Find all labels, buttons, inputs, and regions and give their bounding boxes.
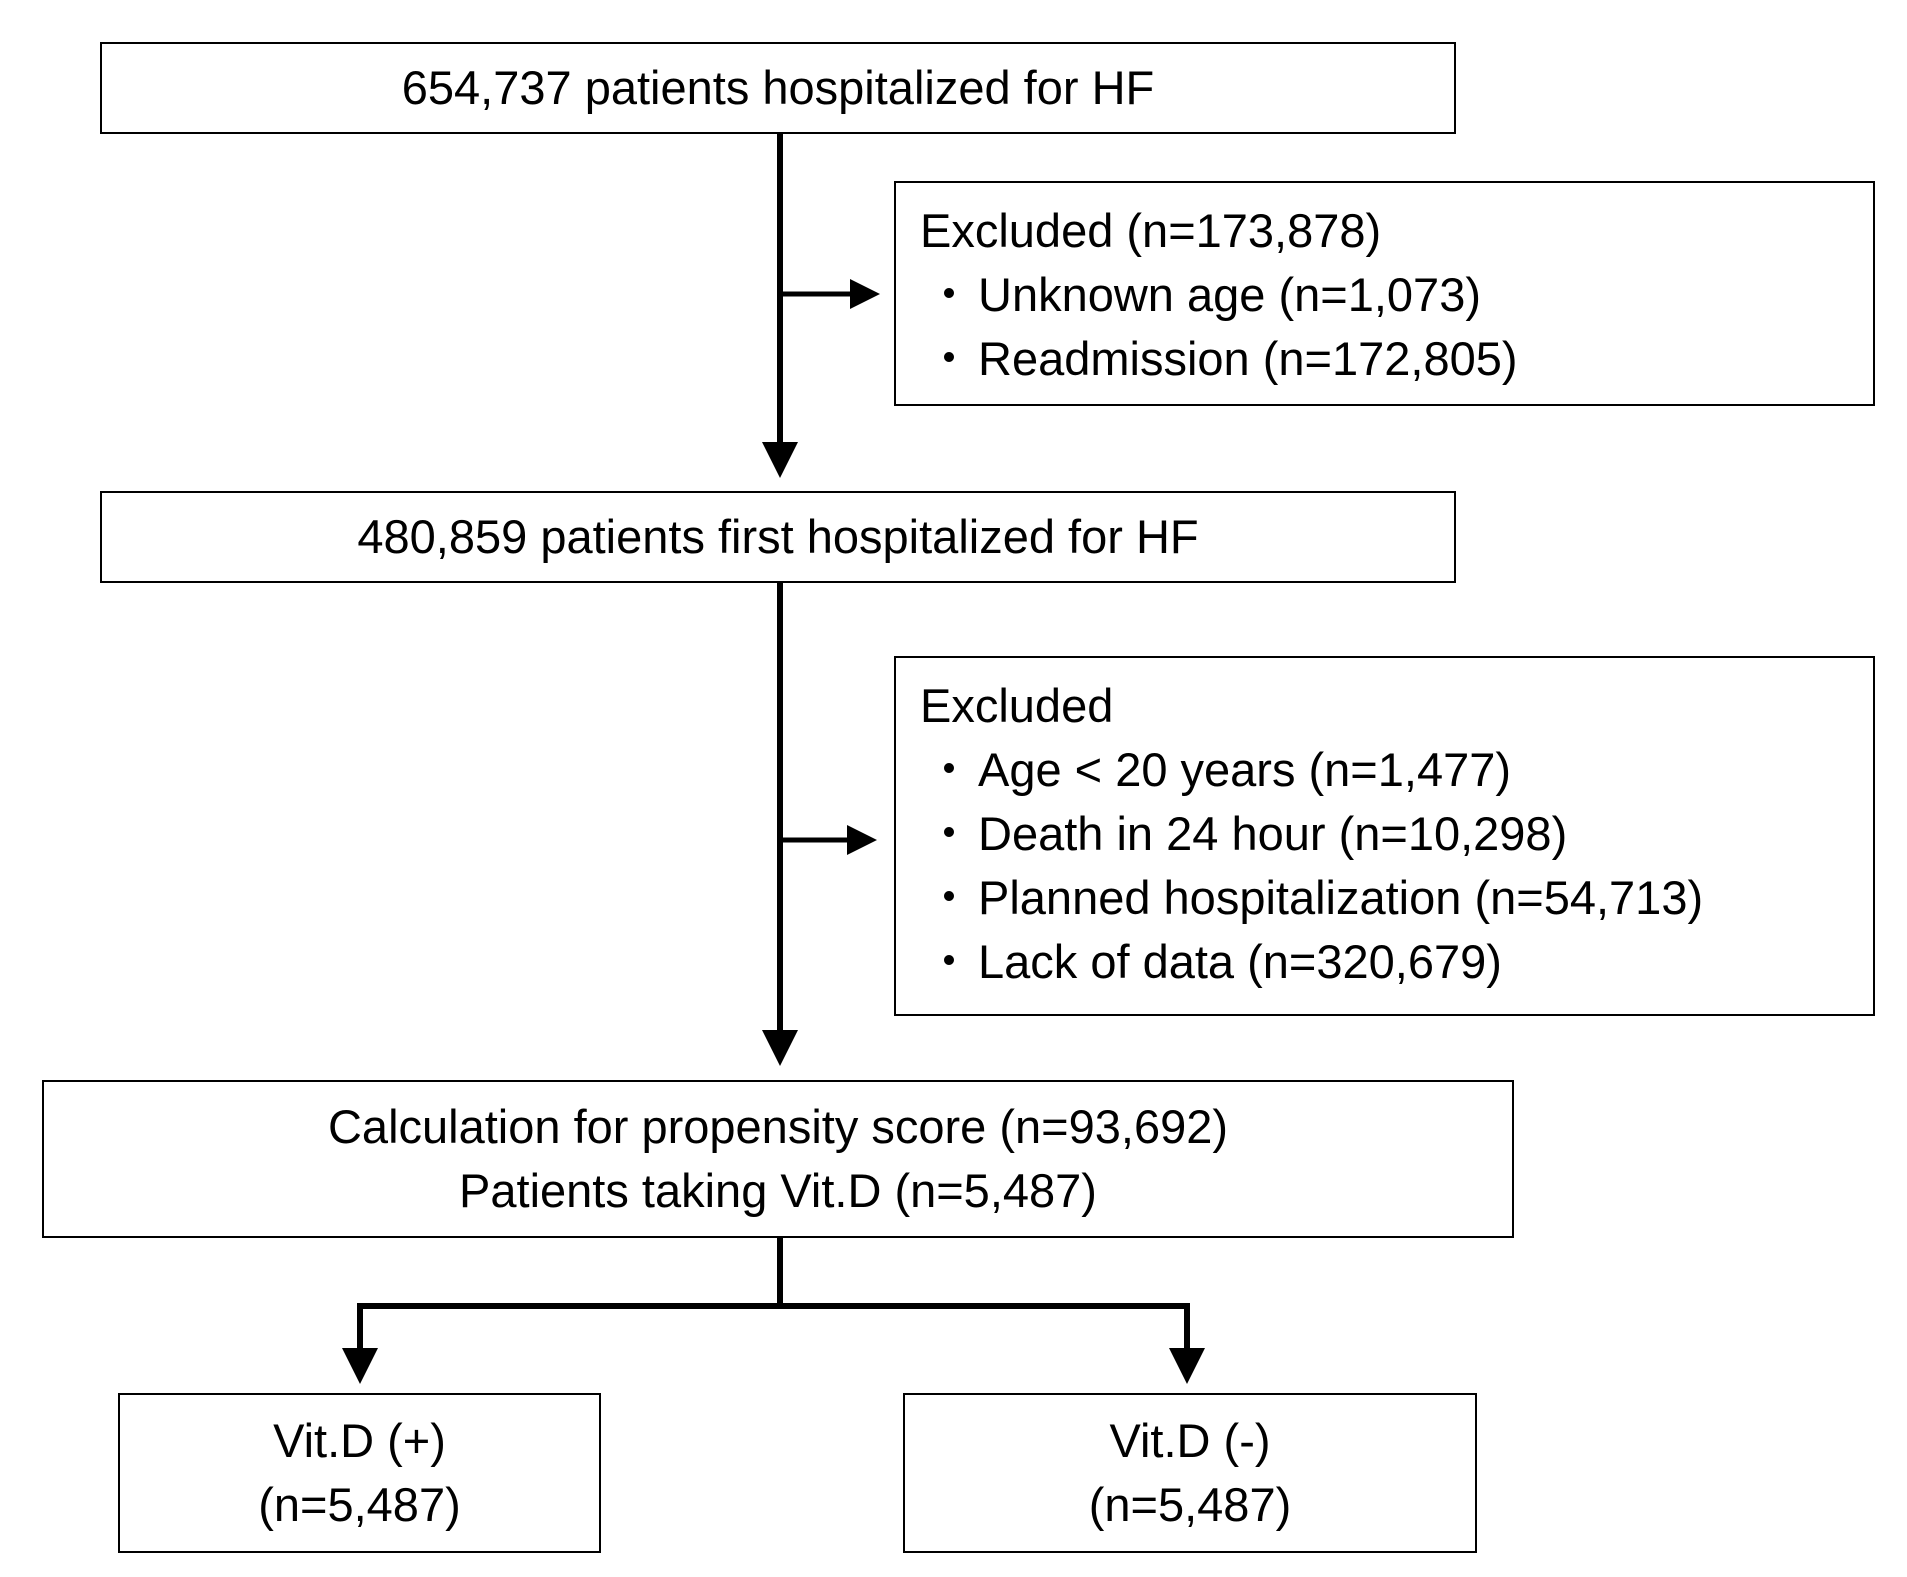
bullet-icon: ・: [925, 806, 973, 860]
box-vitd-plus-line1: Vit.D (+): [273, 1414, 446, 1468]
box-hospitalized-hf: 654,737 patients hospitalized for HF: [100, 42, 1456, 134]
exclusion-2-item-text: Planned hospitalization (n=54,713): [978, 870, 1704, 924]
exclusion-1-item-text: Unknown age (n=1,073): [978, 267, 1481, 321]
box-first-hospitalized-hf: 480,859 patients first hospitalized for …: [100, 491, 1456, 583]
box-vitd-minus-line2: (n=5,487): [1088, 1478, 1292, 1531]
exclusion-2-item: ・ Planned hospitalization (n=54,713): [920, 866, 1873, 930]
exclusion-2-item-text: Age < 20 years (n=1,477): [978, 742, 1512, 796]
bullet-icon: ・: [925, 934, 973, 988]
bullet-icon: ・: [925, 870, 973, 924]
exclusion-1-title: Excluded (n=173,878): [920, 204, 1382, 257]
box-propensity-score-line1: Calculation for propensity score (n=93,6…: [327, 1100, 1229, 1154]
exclusion-2-item-text: Lack of data (n=320,679): [978, 934, 1502, 988]
exclusion-2-item: ・ Age < 20 years (n=1,477): [920, 738, 1873, 802]
exclusion-box-2: Excluded ・ Age < 20 years (n=1,477) ・ De…: [894, 656, 1875, 1016]
exclusion-2-item-text: Death in 24 hour (n=10,298): [978, 806, 1568, 860]
bullet-icon: ・: [925, 742, 973, 796]
exclusion-2-item: ・ Lack of data (n=320,679): [920, 930, 1873, 994]
exclusion-2-item: ・ Death in 24 hour (n=10,298): [920, 802, 1873, 866]
bullet-icon: ・: [925, 267, 973, 321]
box-vitd-plus-line2: (n=5,487): [258, 1478, 461, 1531]
exclusion-2-title: Excluded: [920, 679, 1114, 732]
box-propensity-score: Calculation for propensity score (n=93,6…: [42, 1080, 1514, 1238]
box-vitd-plus: Vit.D (+) (n=5,487): [118, 1393, 601, 1553]
exclusion-box-1: Excluded (n=173,878) ・ Unknown age (n=1,…: [894, 181, 1875, 406]
exclusion-1-item: ・ Readmission (n=172,805): [920, 327, 1873, 391]
exclusion-1-item: ・ Unknown age (n=1,073): [920, 263, 1873, 327]
box-vitd-minus: Vit.D (-) (n=5,487): [903, 1393, 1477, 1553]
box-vitd-minus-line1: Vit.D (-): [1109, 1414, 1271, 1468]
bullet-icon: ・: [925, 331, 973, 385]
box-hospitalized-hf-text: 654,737 patients hospitalized for HF: [401, 61, 1155, 115]
exclusion-1-item-text: Readmission (n=172,805): [978, 331, 1518, 385]
box-propensity-score-line2: Patients taking Vit.D (n=5,487): [459, 1164, 1097, 1217]
box-first-hospitalized-hf-text: 480,859 patients first hospitalized for …: [357, 510, 1199, 564]
